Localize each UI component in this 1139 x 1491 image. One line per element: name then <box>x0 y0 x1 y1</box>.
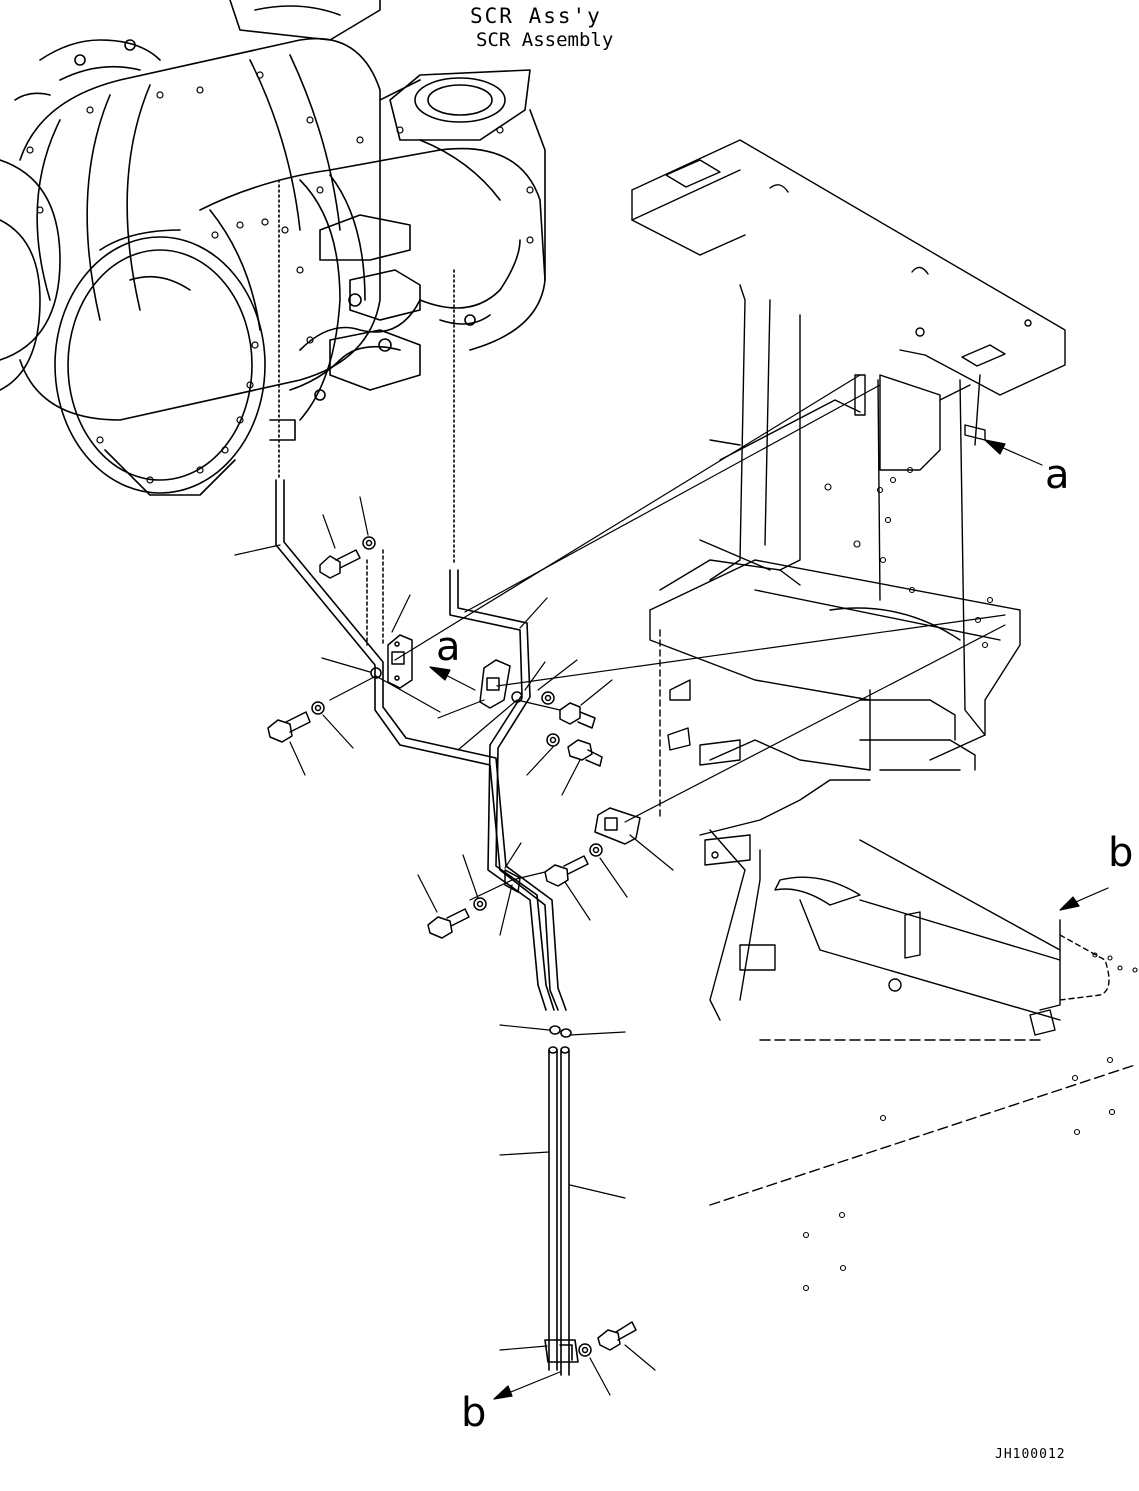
frame-structure <box>632 140 1137 1291</box>
reference-mark-b-frame: b <box>1108 830 1134 876</box>
tubes <box>276 480 578 1375</box>
reference-mark-b-clamp: b <box>461 1390 487 1436</box>
assembly-title: SCR Ass'y <box>470 4 602 28</box>
clamps-and-bolts <box>268 537 640 1356</box>
reference-mark-a-frame: a <box>1045 452 1070 498</box>
scr-assembly <box>0 0 545 565</box>
reference-mark-a-bracket: a <box>436 624 461 670</box>
drawing-code: JH100012 <box>995 1447 1066 1462</box>
leader-lines <box>235 375 1108 1399</box>
assembly-subtitle: SCR Assembly <box>476 29 614 51</box>
